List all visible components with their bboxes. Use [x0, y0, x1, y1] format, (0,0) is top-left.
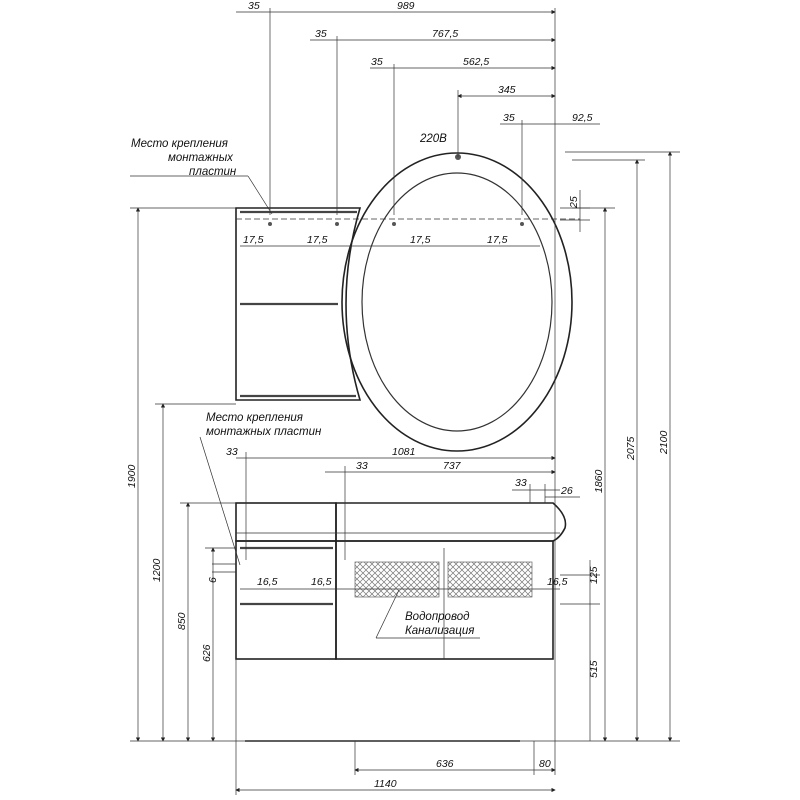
dim-17-5-d: 17,5: [487, 234, 508, 246]
dim-515: 515: [588, 660, 600, 678]
vanity-unit: [235, 502, 567, 742]
vertical-dimensions: [130, 151, 680, 742]
mount-label-mid-1: Место крепления: [206, 412, 303, 424]
mount-label-top-2: монтажных: [168, 152, 234, 164]
dim-17-5-c: 17,5: [410, 234, 431, 246]
dim-80: 80: [539, 758, 551, 770]
dim-26: 26: [560, 485, 573, 497]
leader-lines: [130, 175, 480, 639]
dim-35-d: 35: [503, 112, 515, 124]
water-label: Водопровод: [405, 611, 469, 623]
power-label: 220В: [419, 133, 447, 145]
dim-562-5: 562,5: [463, 56, 489, 68]
mount-label-top-1: Место крепления: [131, 138, 228, 150]
sewer-label: Канализация: [405, 625, 474, 637]
dim-125: 125: [588, 566, 600, 584]
dim-16-5-c: 16,5: [547, 576, 568, 588]
dim-16-5-a: 16,5: [257, 576, 278, 588]
dim-6: 6: [207, 577, 219, 583]
dim-2100: 2100: [658, 430, 670, 455]
dim-737: 737: [443, 460, 462, 472]
dim-767-5: 767,5: [432, 28, 458, 40]
vanity-dimensions: [235, 452, 580, 795]
dim-33-a: 33: [226, 446, 238, 458]
dim-1860: 1860: [593, 469, 605, 493]
dim-92-5: 92,5: [572, 112, 593, 124]
dim-33-b: 33: [356, 460, 368, 472]
dim-17-5-a: 17,5: [243, 234, 264, 246]
dim-25: 25: [568, 196, 580, 209]
dim-1900: 1900: [126, 464, 138, 488]
wall-cabinet: [235, 207, 362, 401]
dim-16-5-b: 16,5: [311, 576, 332, 588]
mount-label-mid-2: монтажных пластин: [206, 426, 322, 438]
dim-33-c: 33: [515, 477, 527, 489]
dim-1081: 1081: [392, 446, 415, 458]
dim-2075: 2075: [625, 436, 637, 461]
dim-17-5-b: 17,5: [307, 234, 328, 246]
mount-label-top-3: пластин: [189, 166, 237, 178]
dim-636: 636: [436, 758, 454, 770]
dim-1140: 1140: [374, 778, 397, 790]
dim-35-c: 35: [371, 56, 383, 68]
dim-345: 345: [498, 84, 516, 96]
pipe-cutout-right: [447, 561, 533, 598]
pipe-cutout-left: [354, 561, 440, 598]
dim-35-b: 35: [315, 28, 327, 40]
oval-mirror: [341, 152, 573, 452]
dim-850: 850: [176, 612, 188, 630]
dim-626: 626: [201, 644, 213, 662]
dim-1200: 1200: [151, 558, 163, 582]
dim-35-a: 35: [248, 0, 260, 12]
dim-989: 989: [397, 0, 415, 12]
mounting-plate-line: [236, 218, 580, 226]
